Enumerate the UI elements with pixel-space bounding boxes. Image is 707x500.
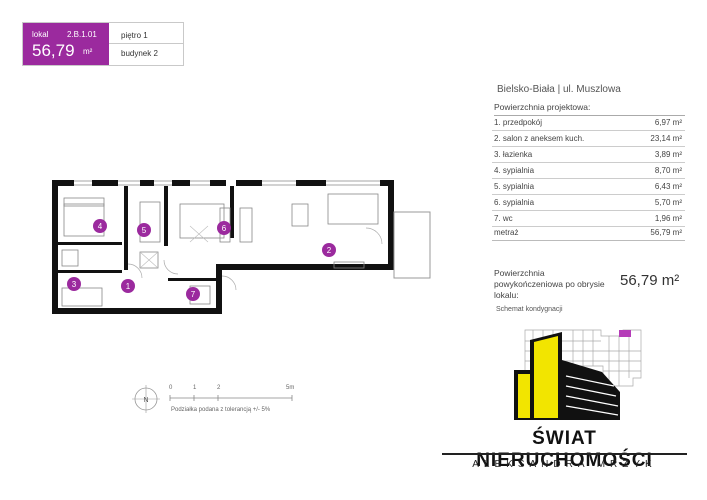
room-area: 23,14 m² bbox=[650, 134, 682, 143]
unit-area-unit: m² bbox=[83, 47, 93, 56]
room-area: 5,70 m² bbox=[654, 198, 682, 207]
table-row: 6. sypialnia 5,70 m² bbox=[492, 196, 685, 211]
table-row: 2. salon z aneksem kuch. 23,14 m² bbox=[492, 132, 685, 147]
unit-badge: lokal 2.B.1.01 56,79 m² bbox=[23, 23, 109, 65]
usable-area-value: 56,79 m² bbox=[620, 272, 680, 289]
unit-header: lokal 2.B.1.01 56,79 m² piętro 1 budynek… bbox=[22, 22, 184, 66]
location: Bielsko-Biała | ul. Muszlowa bbox=[497, 84, 621, 95]
total-label: metraż bbox=[494, 228, 519, 237]
room-label-1: 1 bbox=[126, 282, 131, 291]
scale-bar bbox=[169, 395, 293, 401]
unit-area: 56,79 bbox=[32, 41, 75, 60]
room-area: 1,96 m² bbox=[654, 214, 682, 223]
building-label: budynek 2 bbox=[121, 49, 158, 58]
logo-buildings bbox=[514, 332, 620, 420]
room-label-7: 7 bbox=[191, 290, 196, 299]
scale-tick: 2 bbox=[217, 385, 221, 391]
room-name: 2. salon z aneksem kuch. bbox=[494, 134, 585, 143]
table-row: 3. łazienka 3,89 m² bbox=[492, 148, 685, 163]
compass-icon: N bbox=[132, 385, 160, 413]
table-total-row: metraż 56,79 m² bbox=[492, 226, 685, 241]
room-label-2: 2 bbox=[327, 246, 332, 255]
total-area: 56,79 m² bbox=[650, 228, 682, 237]
room-name: 1. przedpokój bbox=[494, 118, 543, 127]
room-name: 5. sypialnia bbox=[494, 182, 535, 191]
table-row: 7. wc 1,96 m² bbox=[492, 212, 685, 227]
scale-tick: 0 bbox=[169, 385, 173, 391]
table-row: 4. sypialnia 8,70 m² bbox=[492, 164, 685, 179]
room-name: 4. sypialnia bbox=[494, 166, 535, 175]
room-area: 3,89 m² bbox=[654, 150, 682, 159]
brand-divider bbox=[442, 453, 687, 455]
room-label-3: 3 bbox=[72, 280, 77, 289]
room-label-5: 5 bbox=[142, 226, 147, 235]
header-divider bbox=[109, 43, 183, 44]
table-row: 1. przedpokój 6,97 m² bbox=[492, 116, 685, 131]
room-area: 8,70 m² bbox=[654, 166, 682, 175]
brand-name: ŚWIAT NIERUCHOMOŚCI bbox=[476, 428, 653, 471]
room-area: 6,97 m² bbox=[654, 118, 682, 127]
usable-area-label: Powierzchnia powykończeniowa po obrysie … bbox=[494, 268, 605, 300]
room-name: 6. sypialnia bbox=[494, 198, 535, 207]
room-area: 6,43 m² bbox=[654, 182, 682, 191]
unit-code: 2.B.1.01 bbox=[67, 30, 97, 39]
room-name: 7. wc bbox=[494, 214, 513, 223]
floor-plan: 4 5 6 2 3 1 7 bbox=[52, 180, 431, 314]
table-row: 5. sypialnia 6,43 m² bbox=[492, 180, 685, 195]
floor-label: piętro 1 bbox=[121, 31, 148, 40]
room-name: 3. łazienka bbox=[494, 150, 533, 159]
scale-note: Podziałka podana z tolerancją +/- 5% bbox=[171, 407, 271, 413]
brand-owner: ALEKSANDRA MRZYK bbox=[472, 459, 657, 470]
scheme-label: Schemat kondygnacji bbox=[496, 306, 563, 313]
room-markers: 4 5 6 2 3 1 7 bbox=[67, 219, 336, 301]
scale-tick: 5m bbox=[286, 385, 295, 391]
unit-label: lokal bbox=[32, 30, 49, 39]
compass-letter: N bbox=[143, 397, 148, 404]
room-label-4: 4 bbox=[98, 222, 103, 231]
area-table-title: Powierzchnia projektowa: bbox=[494, 102, 685, 116]
room-label-6: 6 bbox=[222, 224, 227, 233]
scale-tick: 1 bbox=[193, 385, 197, 391]
